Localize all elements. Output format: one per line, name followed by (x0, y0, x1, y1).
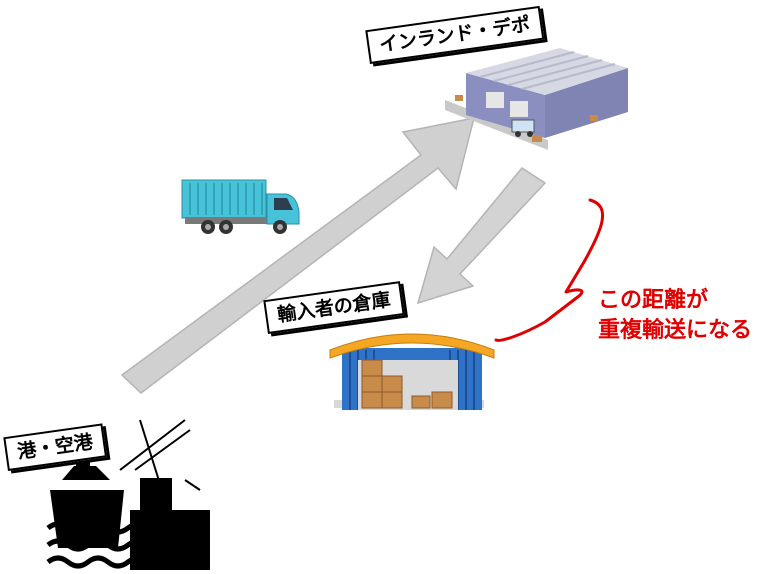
distance-brace (496, 200, 603, 340)
importer-warehouse-icon (330, 334, 494, 410)
truck-icon (182, 180, 299, 234)
inland-depot-icon (445, 48, 628, 150)
annotation-line-2: 重複輸送になる (598, 316, 752, 346)
annotation-line-1: この距離が (598, 286, 708, 316)
arrow-depot-to-warehouse (418, 168, 545, 303)
